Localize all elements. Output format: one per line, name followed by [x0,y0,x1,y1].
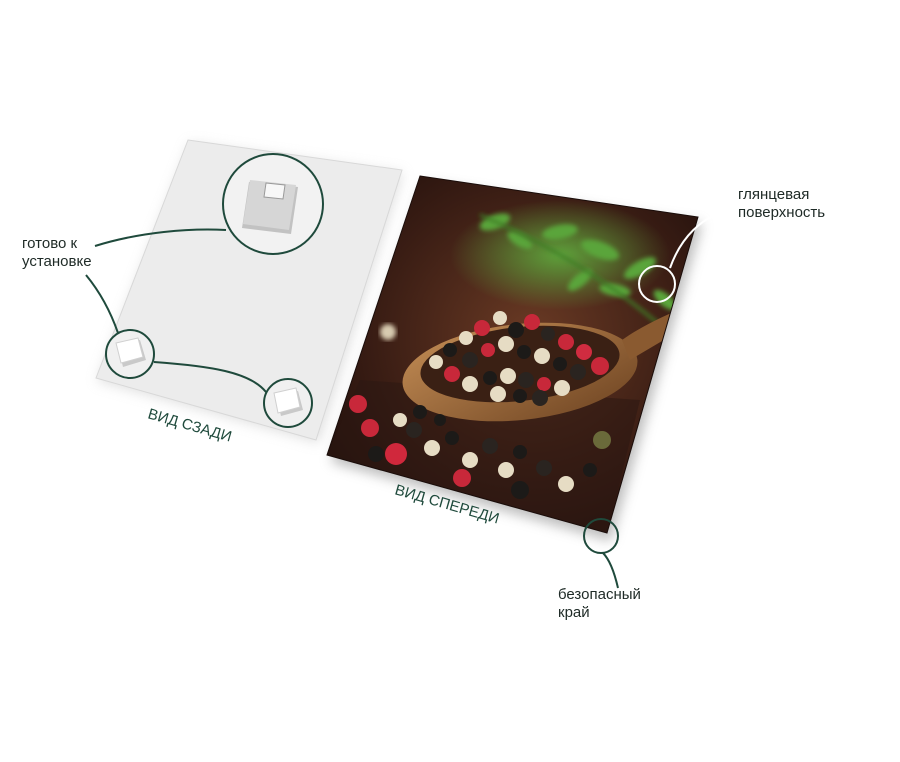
front-view-photo [326,175,702,541]
callout-edge-line1: безопасный [558,586,641,603]
peppercorns-in-spoon [429,311,609,406]
callout-ready-line1: готово к [22,235,78,252]
hanger-bracket-icon [242,180,298,234]
leader-edge [602,552,619,589]
callout-safe-edge: безопасный край [558,586,641,622]
callout-edge-line2: край [558,604,590,621]
callout-glossy-line2: поверхность [738,204,826,221]
corner-bumper-icon [115,337,146,367]
leader-bumpers [153,361,267,393]
edge-magnifier [583,518,619,554]
back-view-panel [95,139,403,443]
hanger-magnifier [222,153,324,255]
callout-ready-to-hang: готово к установке [22,235,92,271]
leader-glossy [669,207,737,269]
peppercorns-scattered [349,324,611,499]
leader-ready-top [94,228,227,247]
callout-ready-line2: установке [22,253,92,270]
callout-glossy-surface: глянцевая поверхность [738,186,825,222]
corner-bumper-icon [273,387,303,416]
bumper-magnifier-left [105,329,155,379]
glossy-magnifier [638,265,676,303]
bumper-magnifier-right [263,378,313,428]
leader-ready-left [85,274,119,334]
callout-glossy-line1: глянцевая [738,186,810,203]
